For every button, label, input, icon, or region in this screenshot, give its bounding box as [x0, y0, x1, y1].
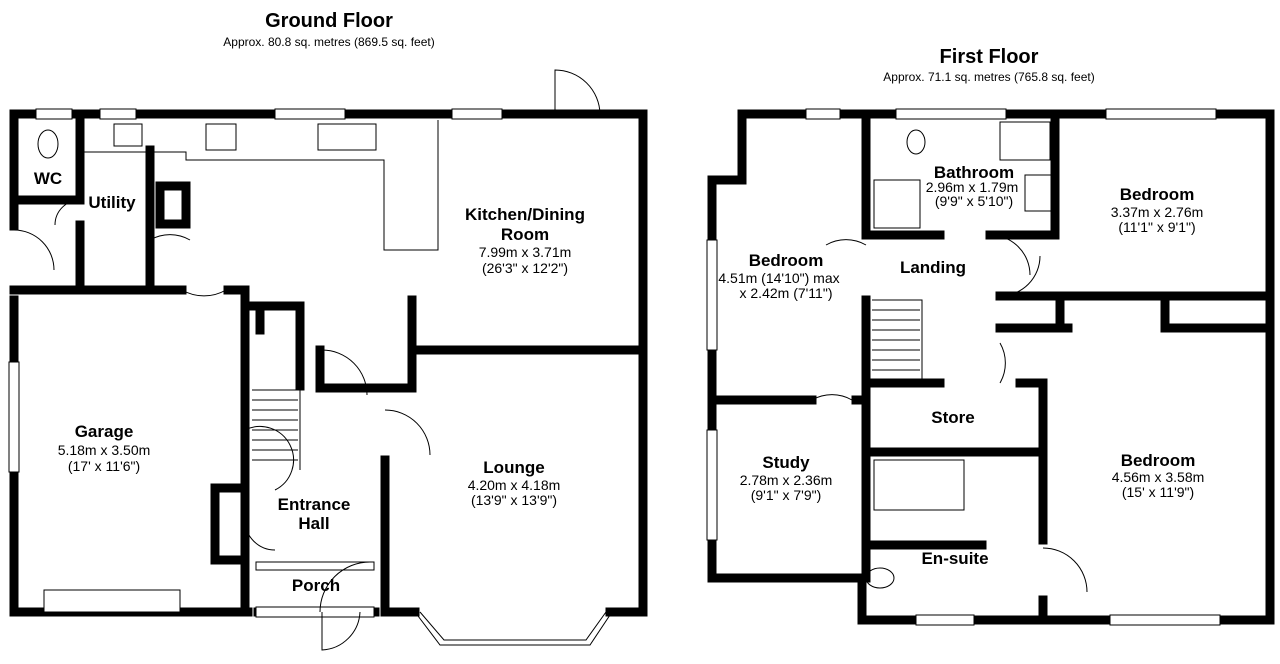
room-dimensions: 2.96m x 1.79m: [926, 179, 1019, 195]
room-dimensions: (9'9" x 5'10"): [935, 193, 1013, 209]
window: [805, 108, 841, 120]
room-dimensions: 2.78m x 2.36m: [740, 472, 833, 488]
stairs: [872, 299, 923, 385]
room-label-kitchen: Room: [501, 225, 549, 244]
room-label-hall: Hall: [298, 514, 329, 533]
window: [1109, 614, 1221, 626]
room-dimensions: 3.37m x 2.76m: [1111, 204, 1204, 220]
internal-wall: [245, 295, 646, 615]
window: [8, 361, 20, 473]
toilet: [865, 567, 895, 589]
room-dimensions: 7.99m x 3.71m: [479, 244, 572, 260]
shower: [873, 459, 965, 511]
room-label-porch: Porch: [292, 576, 340, 595]
room-dimensions: (13'9" x 13'9"): [471, 492, 557, 508]
window: [895, 108, 1007, 120]
window: [255, 606, 375, 618]
ground-floor: Ground Floor Approx. 80.8 sq. metres (86…: [8, 10, 648, 651]
room-dimensions: (26'3" x 12'2"): [482, 260, 568, 276]
room-dimensions: (9'1" x 7'9"): [751, 487, 822, 503]
room-label-ensuite: En-suite: [921, 549, 988, 568]
sink: [1024, 174, 1054, 212]
room-label-utility: Utility: [88, 193, 136, 212]
kitchen-units: [83, 120, 439, 251]
door: [13, 199, 431, 651]
room-label-store: Store: [931, 408, 974, 427]
garage-door: [43, 589, 181, 613]
door: [811, 234, 1088, 593]
bath: [999, 121, 1051, 161]
room-label-study: Study: [762, 453, 810, 472]
toilet: [37, 129, 59, 159]
ground-floor-title: Ground Floor: [265, 10, 393, 32]
ground-floor-area: Approx. 80.8 sq. metres (869.5 sq. feet): [223, 35, 434, 49]
room-dimensions: 4.20m x 4.18m: [468, 477, 561, 493]
room-label-bathroom: Bathroom: [934, 163, 1014, 182]
room-label-kitchen: Kitchen/Dining: [465, 205, 585, 224]
window: [35, 108, 73, 120]
window: [255, 561, 375, 571]
window: [451, 108, 503, 120]
room-dimensions: (11'1" x 9'1"): [1118, 219, 1195, 235]
room-dimensions: x 2.42m (7'11"): [740, 285, 833, 301]
room-label-landing: Landing: [900, 258, 966, 277]
room-label-hall: Entrance: [278, 495, 351, 514]
room-dimensions: (15' x 11'9"): [1122, 484, 1194, 500]
sink: [317, 123, 377, 151]
shower: [873, 179, 921, 229]
sink: [113, 123, 143, 147]
window: [274, 108, 346, 120]
room-label-garage: Garage: [75, 422, 134, 441]
internal-wall: [210, 483, 250, 565]
room-label-bedroom: Bedroom: [1121, 451, 1196, 470]
internal-wall: [9, 109, 250, 615]
room-dimensions: 5.18m x 3.50m: [58, 442, 151, 458]
room-label-lounge: Lounge: [483, 458, 544, 477]
hob: [205, 123, 237, 151]
toilet: [906, 129, 926, 155]
first-floor: First Floor Approx. 71.1 sq. metres (765…: [706, 46, 1275, 626]
window: [99, 108, 137, 120]
first-floor-area: Approx. 71.1 sq. metres (765.8 sq. feet): [883, 70, 1094, 84]
window: [1105, 108, 1217, 120]
window: [706, 429, 718, 541]
room-label-bedroom: Bedroom: [749, 251, 824, 270]
outer-wall: [9, 109, 648, 617]
door: [554, 69, 601, 115]
room-dimensions: 4.51m (14'10") max: [718, 270, 839, 286]
room-dimensions: 4.56m x 3.58m: [1112, 469, 1205, 485]
room-label-wc: WC: [34, 169, 62, 188]
bay-window: [414, 611, 613, 646]
room-dimensions: (17' x 11'6"): [68, 458, 140, 474]
room-label-bedroom: Bedroom: [1120, 185, 1195, 204]
first-floor-title: First Floor: [940, 46, 1039, 68]
window: [915, 614, 975, 626]
internal-wall: [711, 109, 1275, 625]
window: [706, 239, 718, 351]
